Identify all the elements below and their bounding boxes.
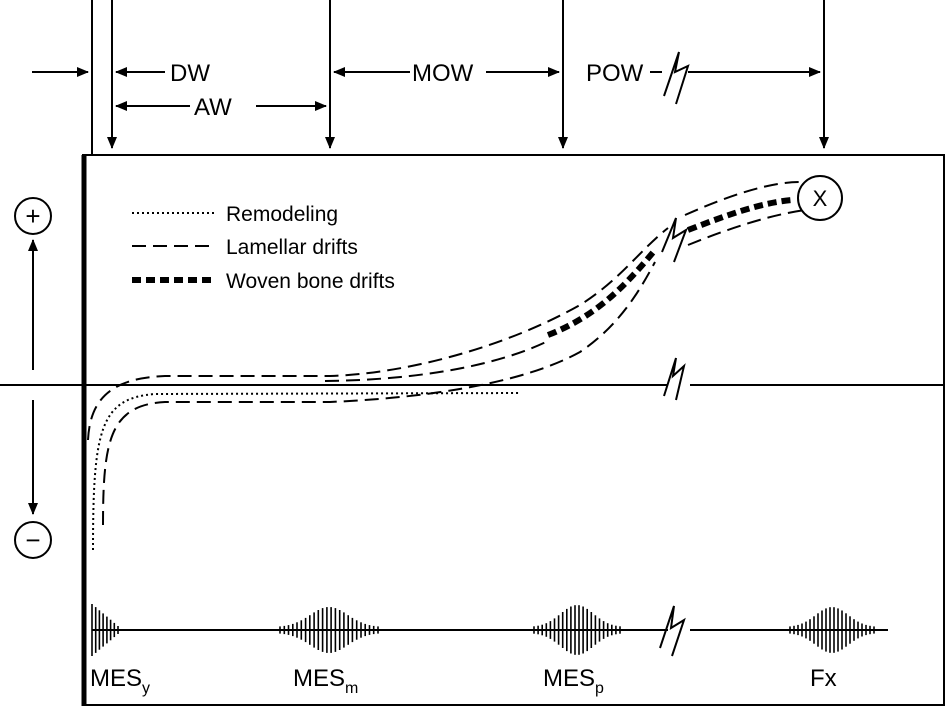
pow-break-mark: [663, 51, 690, 105]
mes-y-label: MESy: [90, 665, 150, 697]
end-marker-label: X: [813, 186, 828, 211]
lamellar-envelope-upper: [87, 227, 669, 441]
post-break-envelope-lower: [687, 209, 806, 246]
lamellar-drift-center: [324, 339, 551, 382]
end-marker-circle: [797, 175, 843, 221]
plot-frame: [82, 154, 945, 706]
fx-label: Fx: [810, 665, 837, 692]
mes-m-label: MESm: [293, 665, 358, 697]
lamellar-envelope-lower: [102, 261, 656, 526]
mes-y-burst: [91, 604, 119, 656]
mes-bursts: [91, 604, 875, 656]
plus-sign: +: [25, 201, 40, 231]
minus-sign: −: [25, 525, 40, 555]
post-break-envelope-upper: [684, 181, 801, 216]
mes-p-burst: [533, 605, 621, 655]
mow-label: MOW: [412, 60, 474, 87]
woven-drift-center: [546, 248, 658, 338]
minus-circle: [14, 521, 52, 559]
dw-label: DW: [170, 60, 210, 87]
legend-woven-label: Woven bone drifts: [226, 270, 395, 293]
aw-label: AW: [194, 94, 232, 121]
fx-burst: [789, 607, 875, 653]
plus-circle: [14, 197, 52, 235]
baseline-break-mark: [663, 357, 686, 401]
legend-remodeling-label: Remodeling: [226, 203, 338, 226]
mes-m-burst: [279, 607, 379, 653]
pow-label: POW: [586, 60, 644, 87]
remodeling-curve: [92, 392, 521, 551]
post-break-woven-drift: [686, 197, 793, 233]
mes-signal-break-mark: [659, 605, 686, 657]
mes-p-label: MESp: [543, 665, 604, 697]
curve-break-mark: [661, 217, 688, 263]
legend-lamellar-label: Lamellar drifts: [226, 236, 358, 259]
